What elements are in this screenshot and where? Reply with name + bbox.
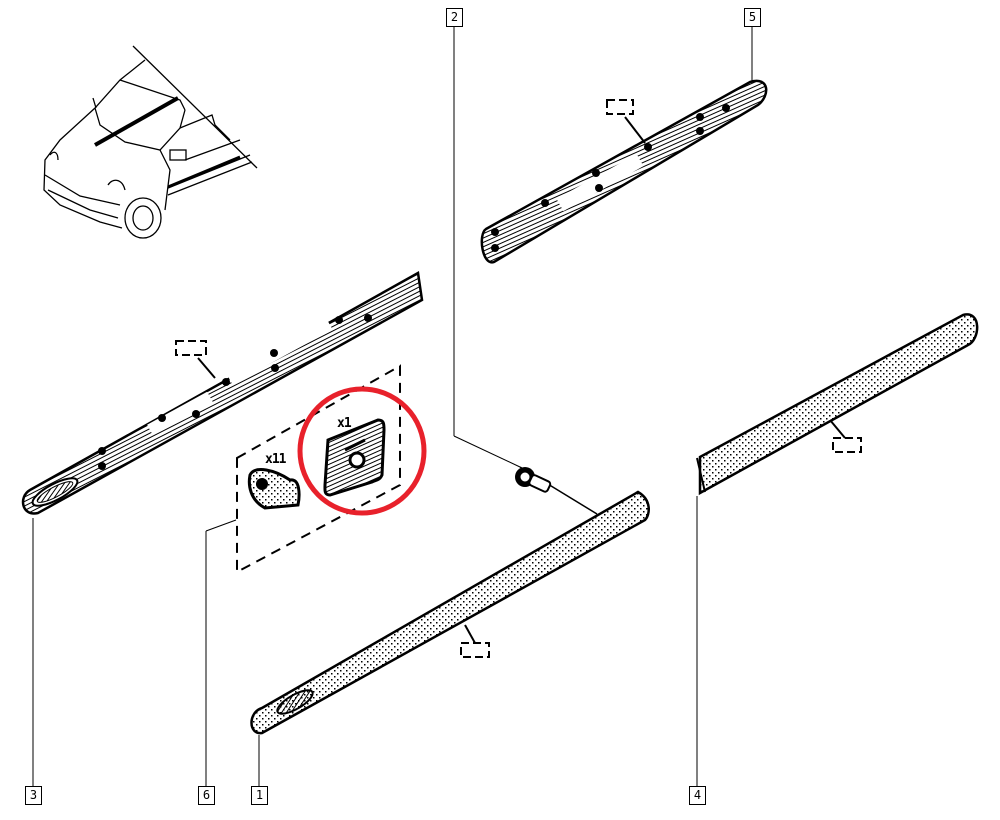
callout-5[interactable]: 5 <box>744 8 761 27</box>
callout-6[interactable]: 6 <box>198 786 215 805</box>
highlight-circle <box>297 386 427 516</box>
molding-part-4[interactable] <box>696 313 979 496</box>
screw-part-2[interactable] <box>515 466 598 515</box>
plate-quantity: x1 <box>337 416 352 431</box>
clip-icon <box>247 468 301 510</box>
leader-lines <box>32 26 753 787</box>
vehicle-thumbnail <box>43 45 258 239</box>
callout-3[interactable]: 3 <box>25 786 42 805</box>
fastener-kit-part-6[interactable] <box>236 364 401 574</box>
molding-part-1[interactable] <box>250 490 650 735</box>
molding-part-3[interactable] <box>21 271 424 515</box>
molding-part-5[interactable] <box>480 79 768 264</box>
callout-4[interactable]: 4 <box>689 786 706 805</box>
callout-2[interactable]: 2 <box>446 8 463 27</box>
retaining-plate-icon <box>323 418 386 497</box>
clip-quantity: x11 <box>265 452 287 467</box>
callout-1[interactable]: 1 <box>251 786 268 805</box>
